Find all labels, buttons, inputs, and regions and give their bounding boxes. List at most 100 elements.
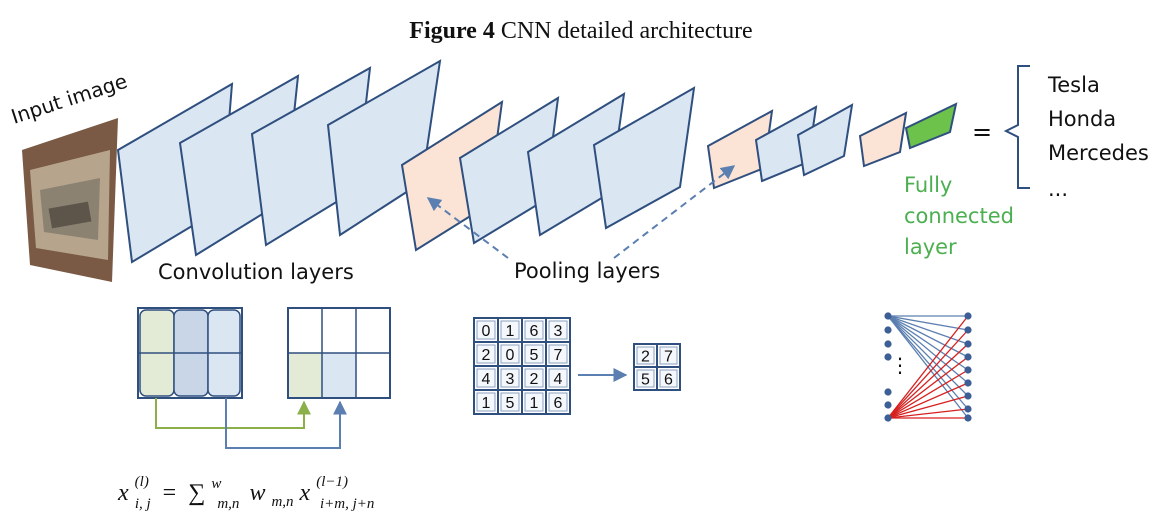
fc-input-neuron xyxy=(884,388,892,396)
formula-sum: ∑ xyxy=(188,480,205,506)
pool-layer-3 xyxy=(858,111,908,168)
pool-output-cell-inner xyxy=(659,369,678,388)
pool-output-cell-inner xyxy=(659,346,678,365)
fc-connection-blue xyxy=(887,315,969,345)
fc-output-neuron xyxy=(964,326,972,334)
fc-connection-blue xyxy=(887,315,969,384)
neurons-ellipsis: ⋮ xyxy=(890,353,910,377)
convolution-output-grid xyxy=(287,307,391,399)
pool-input-cell-inner xyxy=(524,344,544,364)
formula-sum-sub: m,n xyxy=(217,496,239,512)
convolution-layer-stack xyxy=(116,59,958,264)
formula-x-sup: (l−1) xyxy=(316,474,348,490)
output-class-1: Tesla xyxy=(1047,73,1100,97)
formula-lhs-sup: (l) xyxy=(135,474,149,490)
pool-input-value: 1 xyxy=(530,395,539,412)
pool-input-cell-inner xyxy=(524,320,544,340)
fc-input-neuron xyxy=(884,326,892,334)
pool-input-cell-inner xyxy=(500,392,520,412)
pool-input-value: 2 xyxy=(530,371,539,388)
pool-input-value: 7 xyxy=(554,347,563,364)
pool-input-cell-inner xyxy=(500,368,520,388)
pool-input-value: 3 xyxy=(554,323,563,340)
pool-input-cell-inner xyxy=(524,392,544,412)
output-brace xyxy=(1003,65,1030,189)
fc-connection-red xyxy=(887,369,969,419)
pool-input-cell-inner xyxy=(548,392,568,412)
fc-connection-red xyxy=(887,408,969,419)
pool-output-cell-inner xyxy=(636,346,655,365)
pool-input-value: 2 xyxy=(482,347,491,364)
pool-input-value: 0 xyxy=(482,323,491,340)
fc-connection-red xyxy=(887,343,969,419)
conv-layer-9 xyxy=(796,103,854,177)
pool-output-value: 6 xyxy=(664,372,673,389)
pool-input-cell-inner xyxy=(548,368,568,388)
output-class-2: Honda xyxy=(1048,107,1116,131)
fc-label-line-3: layer xyxy=(904,235,957,259)
fc-connection-red xyxy=(887,315,969,419)
pool-input-cell-inner xyxy=(476,392,496,412)
fc-output-neuron xyxy=(964,353,972,361)
fc-output-neuron xyxy=(964,392,972,400)
conv-layer-7 xyxy=(592,86,696,230)
fc-output-neuron xyxy=(964,414,972,422)
input-image-label: Input image xyxy=(8,69,130,129)
fc-label-line-1: Fully xyxy=(904,173,952,197)
fc-connection-blue xyxy=(887,315,969,358)
fc-input-neuron xyxy=(884,414,892,422)
fc-output-neuron xyxy=(964,379,972,387)
fc-connection-blue xyxy=(887,315,969,397)
formula-w: w xyxy=(249,480,265,506)
formula-lhs-sub: i, j xyxy=(135,496,151,512)
pool-input-cell-inner xyxy=(548,320,568,340)
pool-output-value: 5 xyxy=(641,372,650,389)
pool-arrow-2 xyxy=(613,165,736,259)
fc-connection-blue xyxy=(887,315,969,331)
pool-input-cell-inner xyxy=(476,320,496,340)
input-image xyxy=(22,118,118,282)
fc-input-neuron xyxy=(884,340,892,348)
figure-title: CNN detailed architecture xyxy=(501,18,753,44)
fc-connection-blue xyxy=(887,315,969,371)
output-class-3: Mercedes xyxy=(1048,141,1149,165)
pool-input-value: 1 xyxy=(506,323,515,340)
pool-output-cell-inner xyxy=(636,369,655,388)
pool-output-value: 7 xyxy=(664,349,673,366)
formula-lhs: x xyxy=(117,480,129,506)
svg-text:x (l) i, j =: x (l) i, j = ∑ w m,n w m,n x (l−1) i+m, … xyxy=(117,466,374,514)
fc-label-line-2: connected xyxy=(904,204,1014,228)
formula-equals: = xyxy=(163,480,177,506)
conv-connector-blue xyxy=(225,398,347,449)
fc-output-neuron xyxy=(964,405,972,413)
fc-input-neuron xyxy=(884,401,892,409)
pool-input-value: 4 xyxy=(482,371,491,388)
pool-input-cell-inner xyxy=(500,320,520,340)
fc-connection-red xyxy=(887,329,969,419)
fully-connected-layer xyxy=(904,102,958,150)
fc-connection-blue xyxy=(887,315,969,410)
fc-output-neuron xyxy=(964,312,972,320)
pool-arrow-1 xyxy=(426,197,509,259)
pooling-layers-label: Pooling layers xyxy=(514,259,660,283)
pool-input-cell-inner xyxy=(548,344,568,364)
conv-connector-green xyxy=(155,398,311,429)
pool-input-value: 4 xyxy=(554,371,563,388)
formula-w-sub: m,n xyxy=(271,494,293,510)
pool-input-value: 6 xyxy=(554,395,563,412)
fully-connected-network xyxy=(884,312,972,422)
pool-input-cell-inner xyxy=(476,368,496,388)
fc-output-neuron xyxy=(964,340,972,348)
pool-input-value: 1 xyxy=(482,395,491,412)
pool-input-value: 5 xyxy=(506,395,515,412)
pool-output-value: 2 xyxy=(641,349,650,366)
formula-sum-sup: w xyxy=(211,476,221,492)
convolution-input-grid xyxy=(137,307,243,399)
equals-sign: = xyxy=(972,118,992,146)
fc-input-neuron xyxy=(884,353,892,361)
pool-input-value: 3 xyxy=(506,371,515,388)
